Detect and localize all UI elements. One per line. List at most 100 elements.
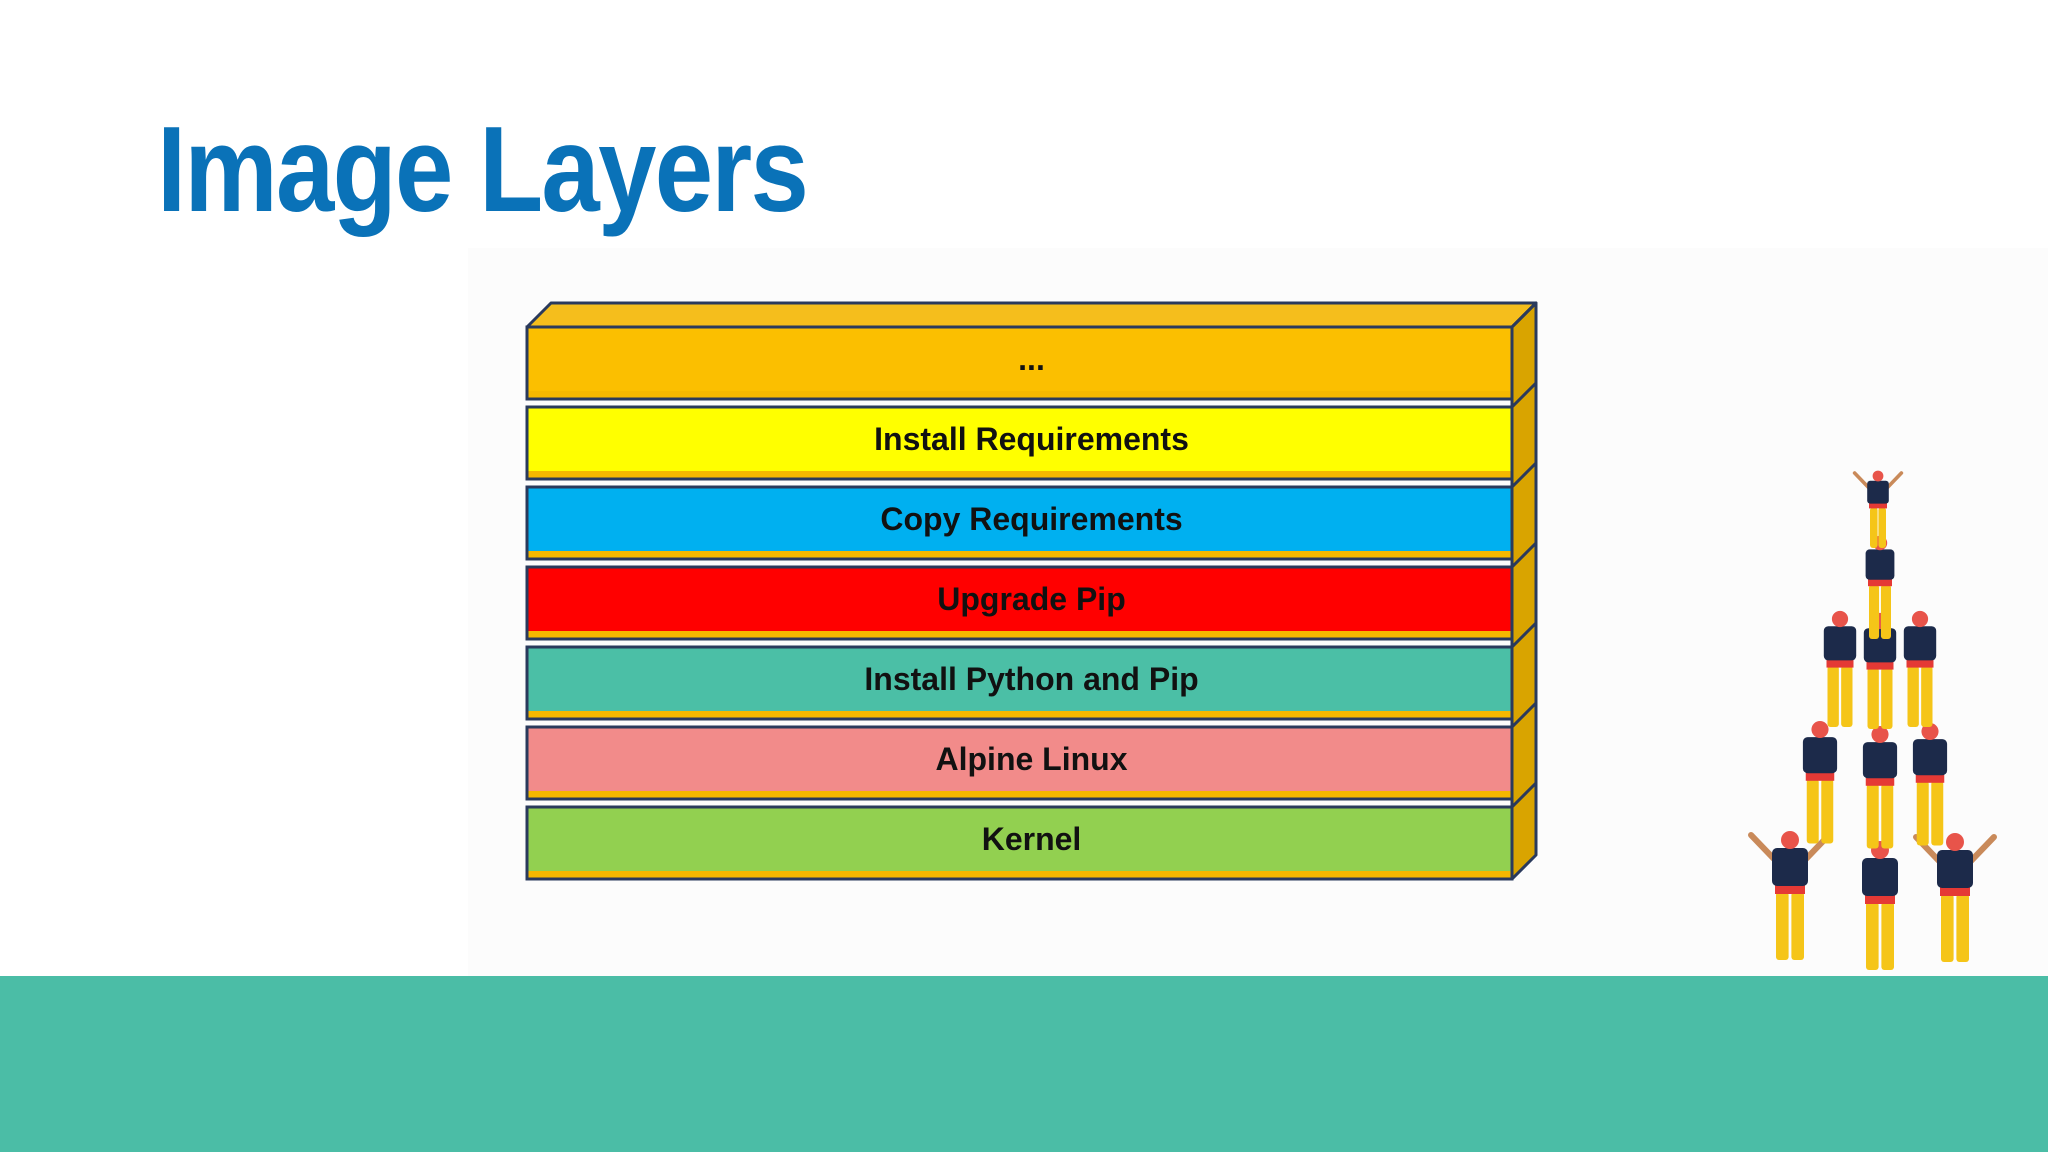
layer-label: Install Requirements xyxy=(874,421,1189,457)
tower-person xyxy=(1863,612,1897,729)
tower-arm xyxy=(1885,471,1904,490)
tower-person xyxy=(1748,831,1832,960)
tower-leg xyxy=(1881,783,1894,849)
layer-label: Upgrade Pip xyxy=(937,581,1125,617)
tower-arm xyxy=(1852,471,1871,490)
layer-label: Alpine Linux xyxy=(936,741,1128,777)
layer-block: Alpine Linux xyxy=(525,701,1538,801)
tower-shirt xyxy=(1863,628,1897,663)
tower-shirt xyxy=(1867,480,1889,504)
tower-head xyxy=(1911,610,1929,628)
layer-outline xyxy=(525,725,1514,801)
layer-base-strip xyxy=(527,631,1512,639)
layer-outline xyxy=(525,325,1514,401)
layer-base-strip xyxy=(527,551,1512,559)
stack-top-face xyxy=(525,301,1538,329)
layer-base-strip xyxy=(527,711,1512,719)
tower-head xyxy=(1831,610,1849,628)
tower-leg xyxy=(1866,902,1879,970)
tower-person xyxy=(1802,720,1838,844)
layer-block: Kernel xyxy=(525,781,1538,881)
layer-block: Install Python and Pip xyxy=(525,621,1538,721)
tower-sash xyxy=(1805,771,1835,781)
layer-block: Copy Requirements xyxy=(525,461,1538,561)
tower-person xyxy=(1913,833,1997,962)
tower-sash xyxy=(1826,658,1854,668)
tower-leg xyxy=(1791,892,1804,960)
layer-outline xyxy=(525,405,1514,481)
layer-face xyxy=(527,647,1512,711)
layer-side-edge xyxy=(1510,701,1538,729)
tower-leg xyxy=(1881,902,1894,970)
tower-sash xyxy=(1865,776,1895,786)
layer-outline xyxy=(525,645,1514,721)
layer-base-strip xyxy=(527,871,1512,879)
tower-leg xyxy=(1866,783,1879,849)
tower-person xyxy=(1912,722,1948,846)
tower-leg xyxy=(1880,584,1891,639)
tower-person xyxy=(1862,841,1898,970)
tower-person xyxy=(1903,610,1937,727)
human-tower-icon xyxy=(1748,470,1997,970)
layer-base-strip xyxy=(527,471,1512,479)
layer-face xyxy=(527,567,1512,631)
layer-outline xyxy=(525,485,1514,561)
layer-face xyxy=(527,487,1512,551)
tower-head xyxy=(1811,720,1829,739)
layer-outline xyxy=(525,805,1514,881)
ground-strip xyxy=(0,976,2048,1152)
tower-shirt xyxy=(1912,739,1948,776)
tower-head xyxy=(1921,722,1939,741)
layer-label: ... xyxy=(1018,341,1045,377)
tower-leg xyxy=(1907,665,1919,727)
tower-leg xyxy=(1881,667,1893,729)
tower-shirt xyxy=(1772,848,1808,886)
layer-face xyxy=(527,327,1512,391)
tower-leg xyxy=(1869,584,1880,639)
tower-head xyxy=(1946,833,1964,851)
tower-leg xyxy=(1921,665,1933,727)
layer-side-edge xyxy=(1510,541,1538,569)
tower-shirt xyxy=(1862,858,1898,896)
tower-shirt xyxy=(1802,737,1838,774)
tower-sash xyxy=(1775,884,1805,894)
tower-shirt xyxy=(1903,626,1937,661)
tower-leg xyxy=(1870,507,1878,548)
layer-base-strip xyxy=(527,791,1512,799)
layer-face xyxy=(527,807,1512,871)
tower-sash xyxy=(1869,502,1887,509)
stack-side-face xyxy=(1510,301,1538,881)
tower-head xyxy=(1781,831,1799,849)
tower-person xyxy=(1862,725,1898,849)
layer-base-strip xyxy=(527,391,1512,399)
layer-face xyxy=(527,727,1512,791)
tower-arm xyxy=(1748,832,1778,863)
tower-leg xyxy=(1821,778,1834,844)
layer-label: Install Python and Pip xyxy=(864,661,1198,697)
tower-leg xyxy=(1956,894,1969,962)
layer-block: ... xyxy=(525,301,1538,401)
tower-sash xyxy=(1865,894,1895,904)
tower-shirt xyxy=(1937,850,1973,888)
tower-sash xyxy=(1940,886,1970,896)
tower-sash xyxy=(1866,660,1894,670)
tower-leg xyxy=(1776,892,1789,960)
tower-leg xyxy=(1916,780,1929,846)
layer-face xyxy=(527,407,1512,471)
tower-head xyxy=(1872,470,1884,482)
tower-leg xyxy=(1867,667,1879,729)
layer-block: Upgrade Pip xyxy=(525,541,1538,641)
tower-sash xyxy=(1868,578,1892,587)
tower-leg xyxy=(1806,778,1819,844)
layer-side-edge xyxy=(1510,621,1538,649)
layer-block: Install Requirements xyxy=(525,381,1538,481)
tower-sash xyxy=(1915,773,1945,783)
tower-leg xyxy=(1841,665,1853,727)
tower-head xyxy=(1871,725,1889,744)
tower-leg xyxy=(1827,665,1839,727)
tower-shirt xyxy=(1865,549,1895,580)
tower-leg xyxy=(1931,780,1944,846)
layer-side-edge xyxy=(1510,301,1538,329)
tower-sash xyxy=(1906,658,1934,668)
